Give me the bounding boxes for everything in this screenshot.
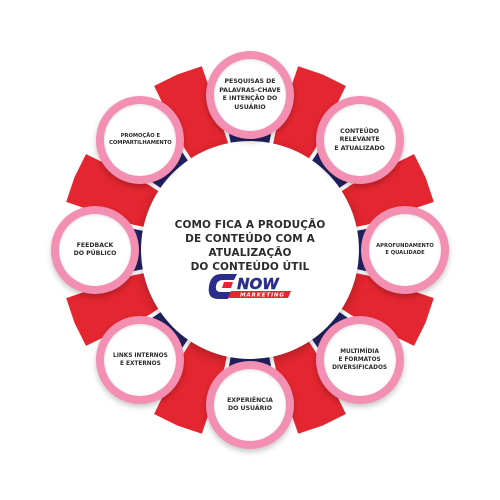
cnow-marketing-logo: NOW MARKETING: [208, 274, 291, 299]
ring-segment: [270, 337, 346, 434]
node-label: APROFUNDAMENTO E QUALIDADE: [376, 242, 434, 257]
ring-segment: [66, 270, 163, 346]
node-label: FEEDBACK DO PÚBLICO: [73, 241, 117, 258]
node-label: MULTIMÍDIA E FORMATOS DIVERSIFICADOS: [332, 348, 388, 371]
node-inner: EXPERIÊNCIA DO USUÁRIO: [214, 369, 286, 441]
node-conteudo: CONTEÚDO RELEVANTE E ATUALIZADO: [315, 96, 404, 185]
ring-segment: [337, 270, 434, 346]
node-links: LINKS INTERNOS E EXTERNOS: [96, 315, 185, 404]
node-label: LINKS INTERNOS E EXTERNOS: [113, 352, 168, 367]
node-label: EXPERIÊNCIA DO USUÁRIO: [227, 396, 273, 413]
node-aprofundamento: APROFUNDAMENTO E QUALIDADE: [361, 206, 449, 294]
center-title: COMO FICA A PRODUÇÃO DE CONTEÚDO COM A A…: [174, 219, 326, 273]
ring-segment: [154, 66, 230, 163]
node-experiencia: EXPERIÊNCIA DO USUÁRIO: [206, 361, 294, 449]
node-label: PROMOÇÃO E COMPARTILHAMENTO: [109, 132, 172, 147]
center-circle: [141, 141, 359, 359]
node-inner: APROFUNDAMENTO E QUALIDADE: [369, 214, 441, 286]
node-inner: MULTIMÍDIA E FORMATOS DIVERSIFICADOS: [323, 323, 396, 396]
node-inner: FEEDBACK DO PÚBLICO: [59, 214, 131, 286]
ring-segment: [337, 154, 434, 230]
node-pesquisas: PESQUISAS DE PALAVRAS-CHAVE E INTENÇÃO D…: [206, 51, 294, 139]
node-label: CONTEÚDO RELEVANTE E ATUALIZADO: [334, 127, 385, 152]
node-multimidia: MULTIMÍDIA E FORMATOS DIVERSIFICADOS: [315, 315, 404, 404]
node-inner: LINKS INTERNOS E EXTERNOS: [104, 323, 177, 396]
ring-segment: [66, 154, 163, 230]
ring-segment: [270, 66, 346, 163]
node-promocao: PROMOÇÃO E COMPARTILHAMENTO: [96, 96, 185, 185]
logo-c-accent: [222, 282, 233, 288]
logo-tagline: MARKETING: [240, 293, 285, 299]
node-inner: PESQUISAS DE PALAVRAS-CHAVE E INTENÇÃO D…: [214, 59, 286, 131]
node-inner: CONTEÚDO RELEVANTE E ATUALIZADO: [323, 104, 396, 177]
node-label: PESQUISAS DE PALAVRAS-CHAVE E INTENÇÃO D…: [219, 78, 281, 111]
logo-c-mark: [208, 274, 237, 299]
ring-segment: [154, 337, 230, 434]
node-inner: PROMOÇÃO E COMPARTILHAMENTO: [104, 104, 177, 177]
logo-tagline-bar: [228, 291, 291, 298]
node-feedback: FEEDBACK DO PÚBLICO: [51, 206, 139, 294]
logo-word: NOW: [237, 275, 280, 293]
